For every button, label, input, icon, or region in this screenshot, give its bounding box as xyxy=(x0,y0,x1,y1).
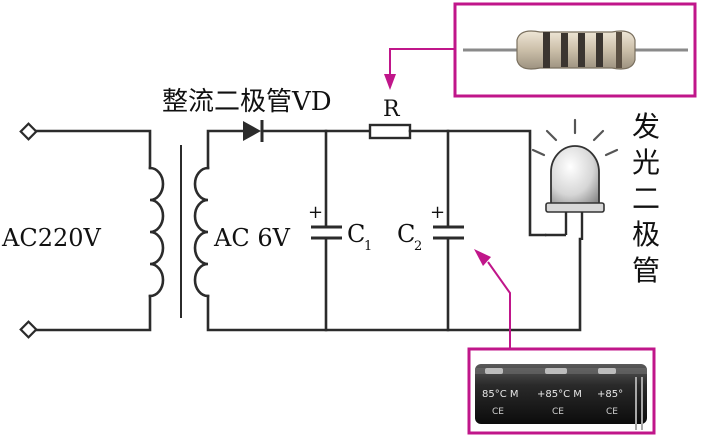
ground-rail xyxy=(206,237,582,332)
input-terminal-bottom xyxy=(19,320,38,339)
electrolytic-capacitor-photo-icon xyxy=(475,364,647,430)
c2-polarity-mark: + xyxy=(430,202,445,223)
secondary-wire-top xyxy=(206,129,245,170)
resistor-symbol xyxy=(368,123,412,140)
capacitor-print-mark-1: CE xyxy=(492,407,504,417)
c1-polarity-mark: + xyxy=(308,202,323,223)
rectifier-diode-label: 整流二极管VD xyxy=(162,87,332,117)
input-voltage-label: AC220V xyxy=(1,224,102,252)
c2-label: C xyxy=(397,220,415,248)
capacitor-c2-symbol xyxy=(433,129,464,332)
led-label-char-1: 发 xyxy=(632,110,660,143)
resistor-callout-arrowhead xyxy=(384,74,396,90)
led-bulb-icon xyxy=(531,118,619,240)
capacitor-c1-symbol xyxy=(311,129,342,332)
capacitor-print-mark-2: CE xyxy=(552,407,564,417)
primary-wire-bottom xyxy=(34,294,152,332)
primary-wire-top xyxy=(34,129,152,170)
capacitor-photo-frame xyxy=(467,347,656,435)
resistor-photo-icon xyxy=(463,30,688,70)
capacitor-print-rating-2: +85°C M xyxy=(537,389,582,400)
capacitor-print-rating-1: 85°C M xyxy=(482,389,519,400)
led-label: 发 光 二 极 管 xyxy=(632,110,660,287)
c1-label: C xyxy=(347,220,365,248)
led-light-rays xyxy=(531,118,619,157)
resistor-label: R xyxy=(383,97,401,122)
led-label-char-3: 二 xyxy=(632,182,660,215)
led-label-char-2: 光 xyxy=(632,146,660,179)
wire-resistor-led xyxy=(408,129,547,237)
transformer-symbol-icon xyxy=(148,145,210,318)
diode-symbol-icon xyxy=(243,120,264,142)
secondary-voltage-label: AC 6V xyxy=(213,224,291,252)
c1-subscript: 1 xyxy=(364,239,372,254)
capacitor-callout-line xyxy=(487,261,511,349)
capacitor-print-mark-3: CE xyxy=(606,407,618,417)
capacitor-callout-arrowhead xyxy=(474,249,491,266)
input-terminal-top xyxy=(19,122,38,141)
capacitor-print-rating-3: +85° xyxy=(597,389,623,400)
led-label-char-4: 极 xyxy=(632,218,660,251)
c2-subscript: 2 xyxy=(414,239,422,254)
resistor-callout-line xyxy=(389,48,456,78)
led-label-char-5: 管 xyxy=(632,254,660,287)
capacitor-photo-callout: 85°C M +85°C M +85° CE CE CE xyxy=(467,249,656,435)
resistor-photo-callout xyxy=(384,2,697,98)
